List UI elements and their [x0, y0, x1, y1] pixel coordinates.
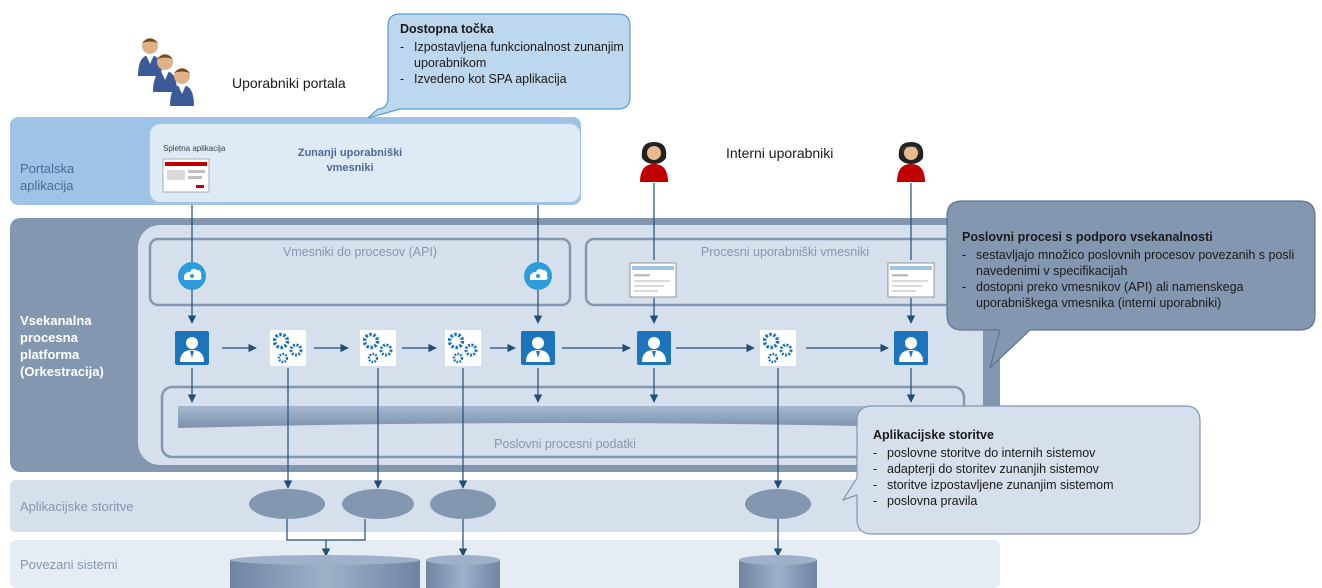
portal-inner-box: [150, 124, 580, 202]
service-task-gear-icon-3: [445, 330, 481, 366]
user-task-icon-2: [521, 331, 555, 365]
app-services-band: [10, 480, 1000, 532]
portal-users-icon: [138, 38, 194, 106]
service-ellipse-2: [342, 489, 414, 519]
service-ellipse-1: [249, 489, 325, 519]
access-point-callout: Dostopna točka Izpostavljena funkcionaln…: [400, 22, 625, 87]
database-2: [426, 555, 500, 588]
portal-users-label: Uporabniki portala: [232, 75, 346, 91]
external-ui-label: Zunanji uporabniški vmesniki: [297, 147, 403, 174]
api-cloud-icon-2: [524, 262, 552, 290]
database-3: [739, 555, 817, 588]
business-processes-item: sestavljajo množico poslovnih procesov p…: [962, 247, 1302, 279]
app-services-callout: Aplikacijske storitve poslovne storitve …: [873, 428, 1193, 509]
api-box-label: Vmesniki do procesov (API): [282, 245, 438, 259]
process-ui-box-label: Procesni uporabniški vmesniki: [700, 245, 870, 259]
internal-user-icon-2: [897, 142, 925, 182]
access-point-item: Izpostavljena funkcionalnost zunanjim up…: [400, 39, 625, 71]
business-processes-callout: Poslovni procesi s podporo vsekanalnosti…: [962, 230, 1302, 311]
access-point-item: Izvedeno kot SPA aplikacija: [400, 71, 625, 87]
app-services-item: poslovne storitve do internih sistemov: [873, 445, 1193, 461]
api-box: [148, 237, 572, 307]
app-services-title: Aplikacijske storitve: [873, 428, 994, 442]
service-ellipse-4: [745, 489, 811, 519]
app-services-item: storitve izpostavljene zunanjim sistemom: [873, 477, 1193, 493]
user-task-icon-4: [894, 331, 928, 365]
platform-layer-label: Vsekanalna procesna platforma (Orkestrac…: [20, 313, 104, 379]
internal-user-icon-1: [640, 142, 668, 182]
inner-panel: [138, 225, 983, 465]
process-data-label: Poslovni procesni podatki: [494, 437, 636, 451]
user-task-icon-3: [637, 331, 671, 365]
process-data-bar: [178, 406, 948, 428]
business-processes-item: dostopni preko vmesnikov (API) ali namen…: [962, 279, 1302, 311]
user-task-icon-1: [175, 331, 209, 365]
web-app-label: Spletna aplikacija: [163, 144, 226, 153]
app-services-item: poslovna pravila: [873, 493, 1193, 509]
process-ui-screen-1: [629, 262, 677, 298]
service-ellipse-3: [430, 489, 496, 519]
database-1: [230, 555, 420, 588]
internal-users-label: Interni uporabniki: [726, 145, 834, 161]
service-task-gear-icon-4: [760, 330, 796, 366]
business-processes-title: Poslovni procesi s podporo vsekanalnosti: [962, 230, 1213, 244]
portal-layer-label: Portalska aplikacija: [20, 161, 75, 193]
connected-systems-layer-label: Povezani sistemi: [20, 557, 118, 572]
app-services-item: adapterji do storitev zunanjih sistemov: [873, 461, 1193, 477]
api-cloud-icon-1: [178, 262, 206, 290]
service-task-gear-icon-1: [270, 330, 306, 366]
service-task-gear-icon-2: [360, 330, 396, 366]
access-point-title: Dostopna točka: [400, 22, 494, 36]
process-ui-screen-2: [887, 262, 935, 298]
connected-band: [10, 540, 1000, 588]
app-services-layer-label: Aplikacijske storitve: [20, 499, 134, 514]
